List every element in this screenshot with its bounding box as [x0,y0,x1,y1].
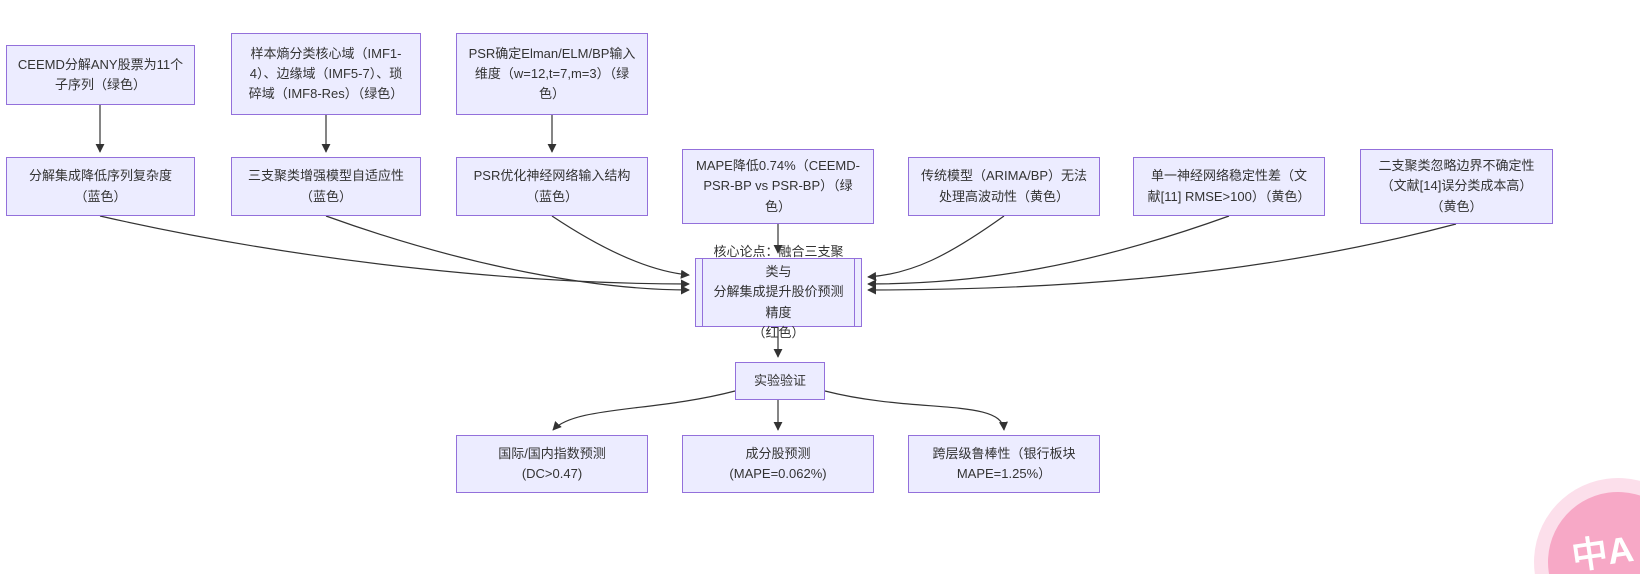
node-label: 跨层级鲁棒性（银行板块 MAPE=1.25%） [932,445,1076,481]
node-label: PSR确定Elman/ELM/BP输入 维度（w=12,t=7,m=3）（绿 色… [468,45,636,102]
node-label: PSR优化神经网络输入结构 （蓝色） [473,168,631,204]
node-label: MAPE降低0.74%（CEEMD- PSR-BP vs PSR-BP）（绿 色… [696,158,860,214]
node-label: 实验验证 [753,372,806,388]
node-traditional-limit: 传统模型（ARIMA/BP）无法 处理高波动性（黄色） [908,157,1100,216]
node-cross-level-robustness: 跨层级鲁棒性（银行板块 MAPE=1.25%） [908,435,1100,493]
node-label: 三支聚类增强模型自适应性 （蓝色） [247,168,404,204]
node-label: 样本熵分类核心域（IMF1- 4）、边缘域（IMF5-7）、琐 碎域（IMF8-… [248,45,404,102]
node-label: 国际/国内指数预测 (DC>0.47) [498,445,606,481]
node-single-nn-instability: 单一神经网络稳定性差（文 献[11] RMSE>100）（黄色） [1133,157,1325,216]
node-decomp-complexity: 分解集成降低序列复杂度 （蓝色） [6,157,195,216]
node-label: 成分股预测 (MAPE=0.062%) [729,445,827,481]
node-index-prediction: 国际/国内指数预测 (DC>0.47) [456,435,648,493]
node-ceemd-decompose: CEEMD分解ANY股票为11个 子序列（绿色） [6,45,195,105]
node-two-way-limit: 二支聚类忽略边界不确定性 （文献[14]误分类成本高） （黄色） [1360,149,1553,224]
node-sample-entropy: 样本熵分类核心域（IMF1- 4）、边缘域（IMF5-7）、琐 碎域（IMF8-… [231,33,421,115]
watermark-text: 中A [1568,527,1637,574]
node-label: 分解集成降低序列复杂度 （蓝色） [28,168,172,204]
node-psr-structure: PSR优化神经网络输入结构 （蓝色） [456,157,648,216]
node-psr-input-dim: PSR确定Elman/ELM/BP输入 维度（w=12,t=7,m=3）（绿 色… [456,33,648,115]
node-label: 单一神经网络稳定性差（文 献[11] RMSE>100）（黄色） [1147,168,1311,204]
node-experiment-validation: 实验验证 [735,362,825,400]
node-core-thesis: 核心论点：融合三支聚类与 分解集成提升股价预测精度 （红色） [695,244,862,340]
node-label: 核心论点：融合三支聚类与 分解集成提升股价预测精度 （红色） [713,244,844,340]
node-label: 传统模型（ARIMA/BP）无法 处理高波动性（黄色） [920,168,1088,204]
node-constituent-prediction: 成分股预测 (MAPE=0.062%) [682,435,874,493]
watermark-badge[interactable]: 中A [1538,482,1640,574]
node-mape-improvement: MAPE降低0.74%（CEEMD- PSR-BP vs PSR-BP）（绿 色… [682,149,874,224]
node-label: 二支聚类忽略边界不确定性 （文献[14]误分类成本高） （黄色） [1378,158,1535,214]
node-label: CEEMD分解ANY股票为11个 子序列（绿色） [17,56,184,92]
node-three-way-adaptivity: 三支聚类增强模型自适应性 （蓝色） [231,157,421,216]
